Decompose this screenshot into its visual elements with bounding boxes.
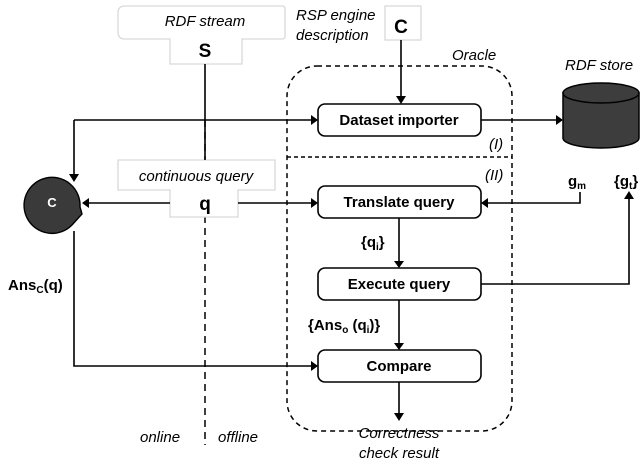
anso-edge-label: {Anso (qi)} [308,317,380,336]
gm-to-translate-arrow [481,198,488,208]
execute-to-gt-arrow [624,191,634,199]
engine-to-importer-arrow [396,96,406,104]
translate-query-label: Translate query [344,194,456,211]
rsp-engine-label-line2: description [296,27,369,44]
stream-to-importer-arrow [311,115,318,125]
dataset-importer-label: Dataset importer [339,112,458,129]
online-label: online [140,429,180,446]
rsp-engine-label-line1: RSP engine [296,7,376,24]
result-label-line2: check result [359,445,440,462]
answers-label: AnsC(q) [8,277,63,296]
translate-to-execute-arrow [394,261,404,268]
engine-to-compare-arrow [311,361,318,371]
result-label-line1: Correctness [359,425,440,442]
compare-to-result-arrow [394,413,404,421]
gm-label: gm [568,173,586,192]
execute-to-gt [481,198,630,285]
execute-to-compare-arrow [394,343,404,350]
stream-symbol: S [199,41,212,62]
oracle-container [286,65,513,432]
engine-node-label: C [47,195,57,210]
execute-query-label: Execute query [348,276,451,293]
oracle-label: Oracle [452,47,496,64]
query-to-translate-arrow [311,198,318,208]
qi-edge-label: {qi} [361,234,385,253]
engine-node [23,176,83,235]
rdf-store-icon [562,92,640,149]
engine-symbol: C [394,17,408,38]
engine-to-compare [73,231,312,367]
gt-label: {gt} [614,173,638,192]
compare-label: Compare [366,358,431,375]
phase-one-label: (I) [489,136,503,153]
continuous-query-label: continuous query [139,168,255,185]
offline-label: offline [218,429,258,446]
phase-two-label: (II) [485,167,503,184]
importer-to-store-arrow [556,115,563,125]
rdf-store-label: RDF store [565,57,633,74]
rdf-stream-panel [117,5,286,65]
stream-to-engine-arrow [69,174,79,182]
engine-symbol-box [384,5,422,41]
rdf-stream-label: RDF stream [165,13,246,30]
gm-to-translate [487,192,581,204]
continuous-query-panel [117,159,276,218]
query-to-engine-arrow [82,198,89,208]
query-symbol: q [199,194,211,215]
rdf-store-top [562,82,640,104]
